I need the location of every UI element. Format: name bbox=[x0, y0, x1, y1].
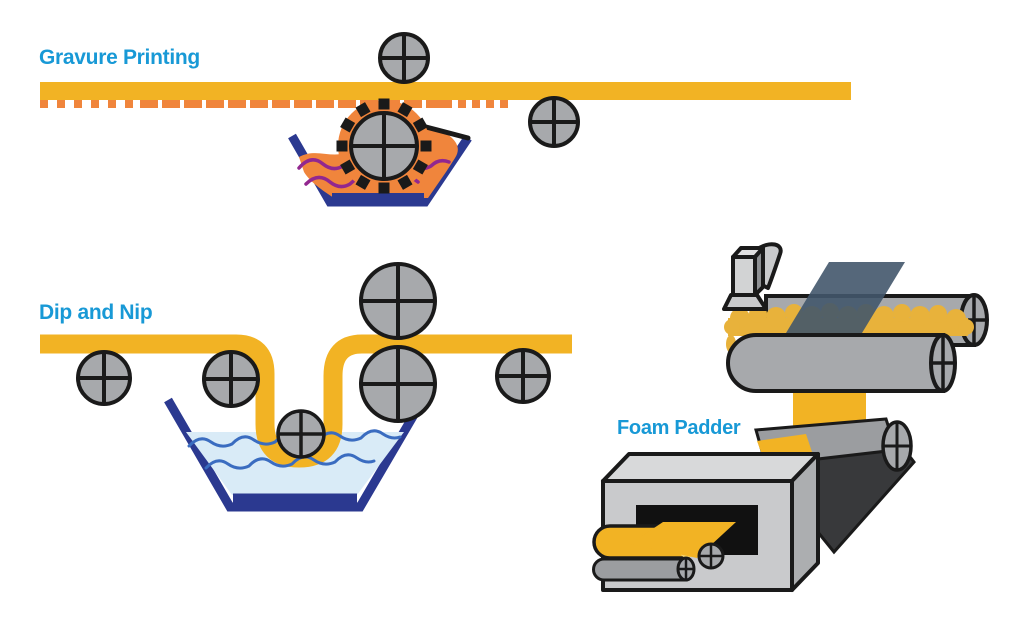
oven-top bbox=[601, 452, 820, 483]
dip-guide-roller-1 bbox=[76, 350, 132, 406]
gravure-cylinder bbox=[336, 98, 432, 194]
gravure-fabric-web bbox=[40, 82, 851, 100]
dip-and-nip-section-label: Dip and Nip bbox=[39, 301, 153, 324]
gravure-right-roller bbox=[528, 96, 580, 148]
fabric-exit-sheet bbox=[630, 522, 736, 558]
conveyor-roller bbox=[881, 420, 913, 472]
windup-roller-rear bbox=[697, 542, 725, 570]
nozzle-funnel bbox=[722, 293, 768, 311]
dip-and-nip-diagram bbox=[40, 262, 572, 512]
fabric-roll bbox=[592, 522, 736, 560]
dip-nip-roller-top bbox=[359, 262, 437, 340]
gravure-doctor-blade bbox=[423, 124, 471, 141]
dip-guide-roller-2 bbox=[202, 350, 260, 408]
windup-roller-front bbox=[592, 556, 696, 582]
foam-doctor-blade bbox=[786, 262, 905, 333]
applicator-roller-front bbox=[726, 333, 957, 393]
gravure-diagram bbox=[40, 32, 851, 207]
dip-immersion-roller bbox=[276, 409, 326, 459]
gravure-print-pattern bbox=[40, 100, 508, 108]
foam-applicator-nozzle bbox=[722, 242, 783, 311]
dip-exit-roller bbox=[495, 348, 551, 404]
gravure-section-label: Gravure Printing bbox=[39, 46, 200, 69]
dip-nip-roller-bottom bbox=[359, 345, 437, 423]
foam-padder-section-label: Foam Padder bbox=[617, 417, 741, 439]
gravure-top-roller bbox=[378, 32, 430, 84]
oven-side bbox=[790, 452, 820, 592]
foam-padder-diagram bbox=[592, 242, 989, 592]
